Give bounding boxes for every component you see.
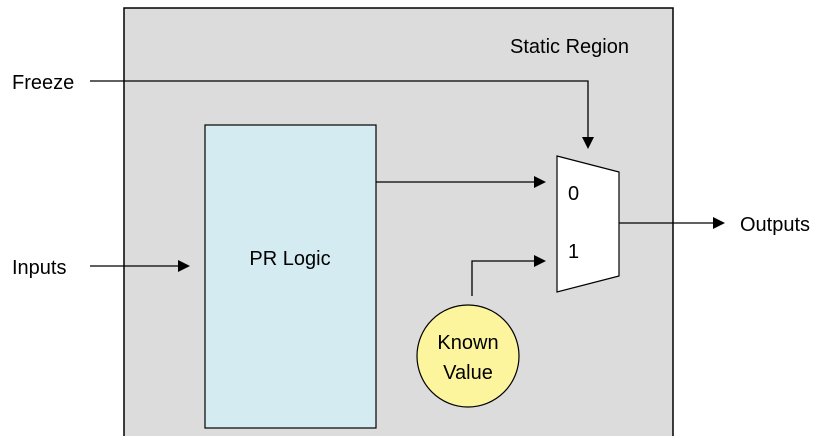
mux-input-1-label: 1: [568, 241, 579, 263]
outputs-label: Outputs: [740, 214, 810, 236]
pr-logic-block: [204, 124, 377, 429]
known-value-line2: Value: [443, 362, 493, 384]
static-region-label: Static Region: [510, 36, 629, 58]
inputs-label: Inputs: [12, 257, 66, 279]
known-value-circle: [416, 304, 520, 408]
freeze-signal-arrow: [90, 80, 594, 149]
multiplexer: [556, 155, 620, 293]
pr-logic-label: PR Logic: [249, 248, 330, 270]
known-value-line1: Known: [437, 332, 498, 354]
mux-input-0-label: 0: [568, 183, 579, 205]
known-value-to-mux-arrow: [471, 255, 546, 296]
freeze-label: Freeze: [12, 72, 74, 94]
